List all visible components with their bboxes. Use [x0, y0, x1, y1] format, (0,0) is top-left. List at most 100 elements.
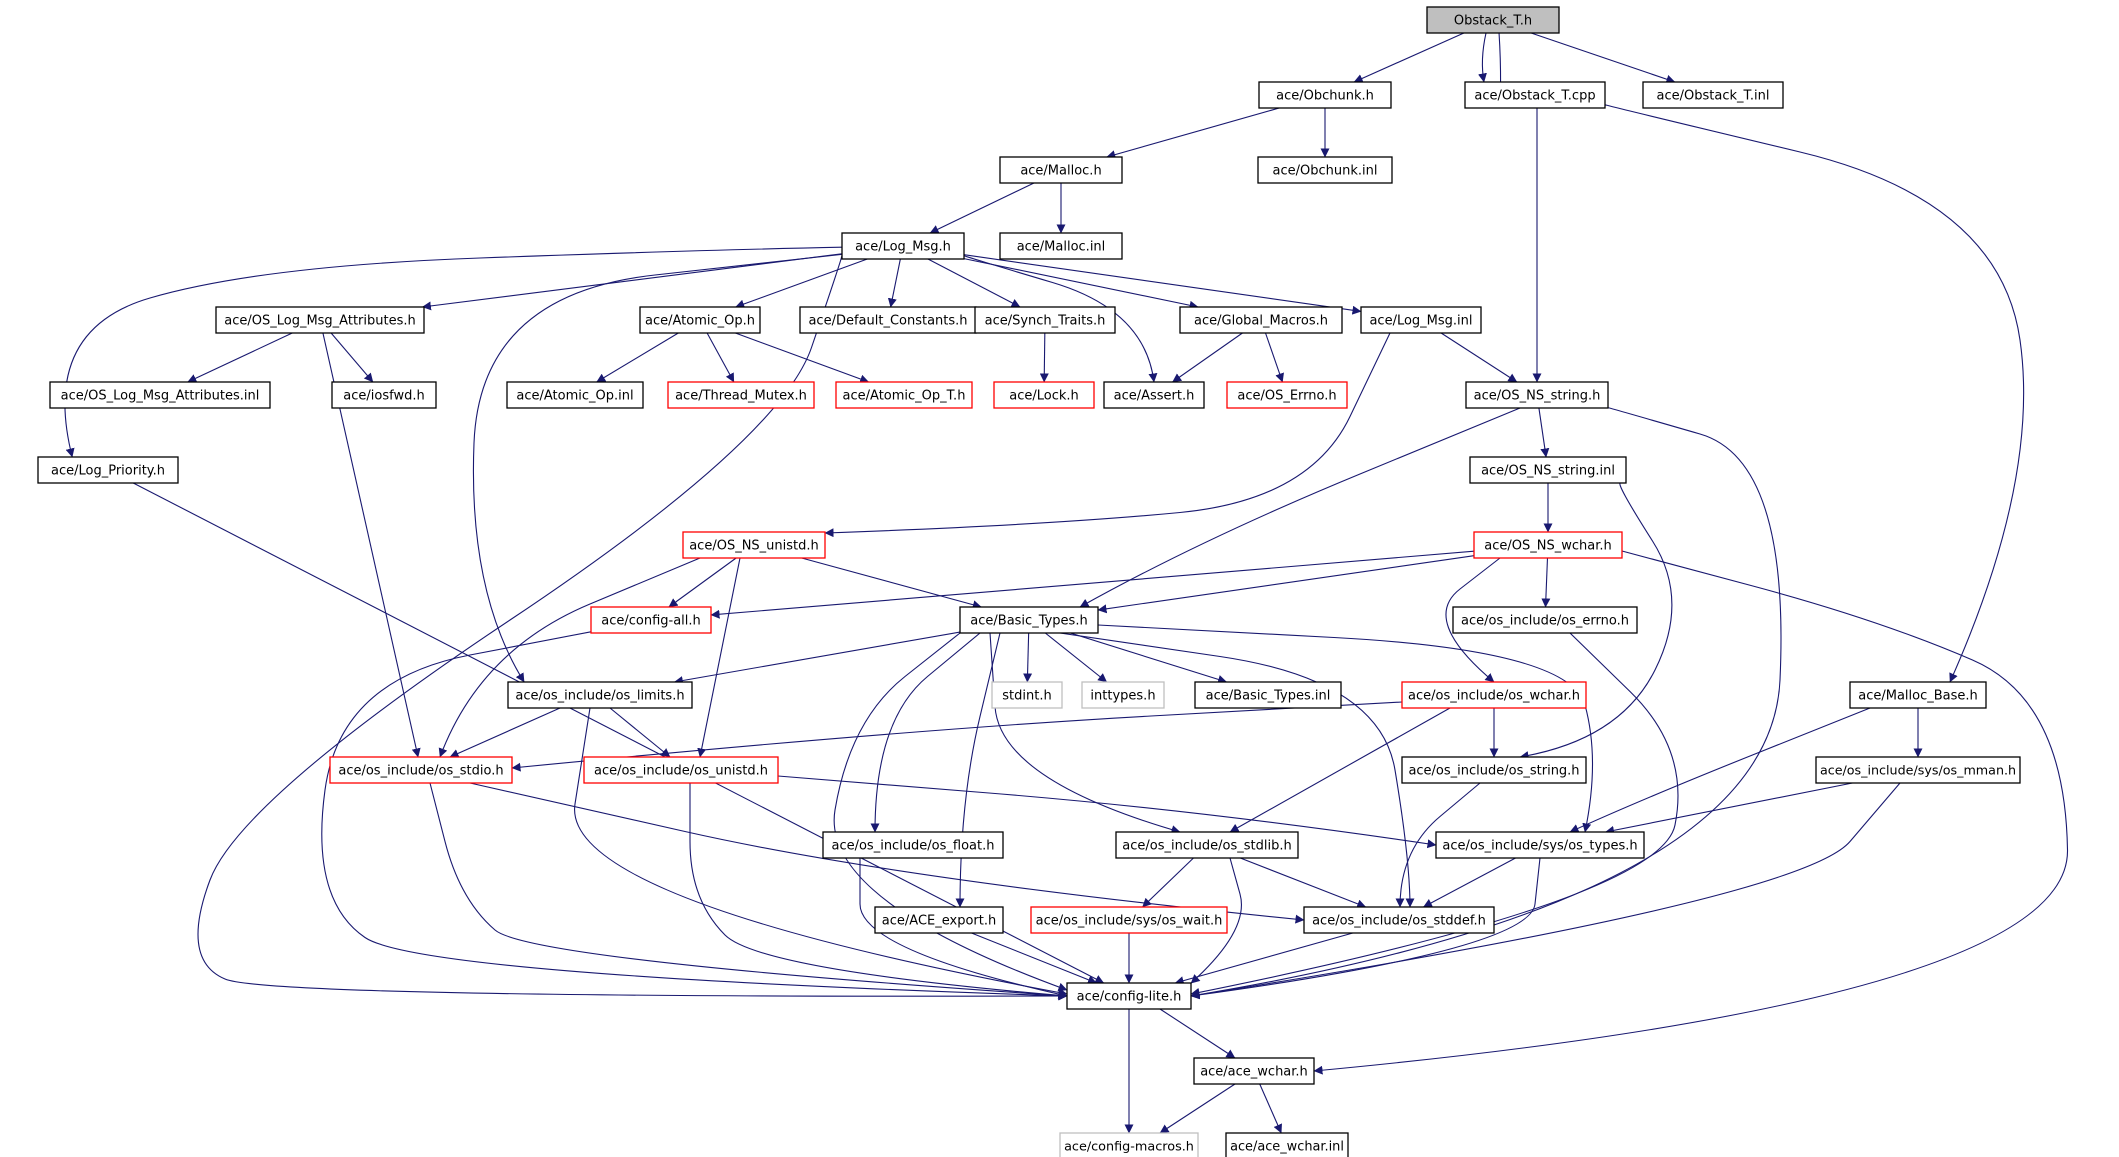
- node-os-stddef-h[interactable]: ace/os_include/os_stddef.h: [1303, 906, 1495, 934]
- node-os-float-h[interactable]: ace/os_include/os_float.h: [822, 831, 1004, 859]
- edge-basic-types-h-to-os-limits-h: [673, 631, 961, 685]
- edge-os-ns-unistd-h-to-basic-types-h: [801, 557, 982, 610]
- edge-basic-types-h-to-os-stddef-h: [1059, 632, 1415, 908]
- node-os-unistd-inc-h[interactable]: ace/os_include/os_unistd.h: [583, 756, 779, 784]
- edge-obstack-t-h-to-obstack-t-cpp: [1478, 32, 1487, 83]
- edge-os-unistd-inc-h-to-os-types-h: [777, 775, 1437, 849]
- edge-basic-types-h-to-os-float-h: [870, 632, 981, 833]
- node-atomic-op-t-h[interactable]: ace/Atomic_Op_T.h: [835, 381, 973, 409]
- edge-os-ns-wchar-h-to-os-errno-inc-h: [1541, 557, 1551, 608]
- node-stdint-h[interactable]: stdint.h: [991, 681, 1063, 709]
- node-log-msg-h[interactable]: ace/Log_Msg.h: [841, 232, 965, 260]
- node-iosfwd-h[interactable]: ace/iosfwd.h: [331, 381, 437, 409]
- node-box: [799, 306, 977, 334]
- node-os-limits-h[interactable]: ace/os_include/os_limits.h: [507, 681, 693, 709]
- edge-ace-wchar-h-to-ace-wchar-inl: [1259, 1083, 1282, 1134]
- node-os-errno-inc-h[interactable]: ace/os_include/os_errno.h: [1452, 606, 1638, 634]
- node-config-macros-h[interactable]: ace/config-macros.h: [1059, 1132, 1199, 1157]
- node-label: ace/Log_Msg.inl: [1369, 314, 1472, 329]
- node-assert-h[interactable]: ace/Assert.h: [1103, 381, 1205, 409]
- edge-basic-types-h-to-ace-export-h: [955, 632, 1001, 908]
- node-box: [49, 381, 271, 409]
- node-os-stdlib-h[interactable]: ace/os_include/os_stdlib.h: [1115, 831, 1299, 859]
- node-os-errno-h[interactable]: ace/OS_Errno.h: [1226, 381, 1348, 409]
- node-os-ns-wchar-h[interactable]: ace/OS_NS_wchar.h: [1473, 531, 1623, 559]
- node-box: [590, 606, 712, 634]
- node-os-ns-string-h[interactable]: ace/OS_NS_string.h: [1465, 381, 1609, 409]
- edge-basic-types-h-to-stdint-h: [1023, 632, 1033, 683]
- edge-os-ns-string-h-to-config-lite-h: [1190, 407, 1782, 1000]
- node-atomic-op-inl[interactable]: ace/Atomic_Op.inl: [506, 381, 644, 409]
- node-inttypes-h[interactable]: inttypes.h: [1081, 681, 1165, 709]
- node-malloc-h[interactable]: ace/Malloc.h: [999, 156, 1123, 184]
- node-os-log-msg-attributes-inl[interactable]: ace/OS_Log_Msg_Attributes.inl: [49, 381, 271, 409]
- node-box: [1464, 81, 1606, 109]
- node-label: inttypes.h: [1090, 689, 1155, 704]
- node-label: ace/Obstack_T.inl: [1657, 89, 1770, 104]
- node-ace-export-h[interactable]: ace/ACE_export.h: [874, 906, 1004, 934]
- node-global-macros-h[interactable]: ace/Global_Macros.h: [1179, 306, 1343, 334]
- node-box: [1194, 681, 1342, 709]
- node-os-log-msg-attributes-h[interactable]: ace/OS_Log_Msg_Attributes.h: [215, 306, 425, 334]
- node-obchunk-h[interactable]: ace/Obchunk.h: [1258, 81, 1392, 109]
- node-synch-traits-h[interactable]: ace/Synch_Traits.h: [974, 306, 1116, 334]
- edge-os-stdlib-h-to-os-wait-h: [1142, 857, 1194, 908]
- node-os-wait-h[interactable]: ace/os_include/sys/os_wait.h: [1030, 906, 1228, 934]
- node-os-ns-unistd-h[interactable]: ace/OS_NS_unistd.h: [682, 531, 826, 559]
- node-os-types-h[interactable]: ace/os_include/sys/os_types.h: [1435, 831, 1645, 859]
- node-label: ace/Malloc.inl: [1017, 240, 1106, 255]
- node-basic-types-inl[interactable]: ace/Basic_Types.inl: [1194, 681, 1342, 709]
- edge-basic-types-h-to-os-types-h: [1097, 624, 1594, 833]
- node-os-mman-h[interactable]: ace/os_include/sys/os_mman.h: [1815, 756, 2021, 784]
- node-log-priority-h[interactable]: ace/Log_Priority.h: [37, 456, 179, 484]
- node-box: [37, 456, 179, 484]
- node-label: ace/os_include/os_wchar.h: [1408, 689, 1580, 704]
- edge-basic-types-h-to-inttypes-h: [1044, 632, 1108, 683]
- node-box: [1642, 81, 1784, 109]
- node-config-all-h[interactable]: ace/config-all.h: [590, 606, 712, 634]
- node-os-string-inc-h[interactable]: ace/os_include/os_string.h: [1401, 756, 1587, 784]
- node-label: ace/os_include/os_stddef.h: [1312, 914, 1486, 929]
- node-box: [1103, 381, 1205, 409]
- node-lock-h[interactable]: ace/Lock.h: [993, 381, 1095, 409]
- node-malloc-base-h[interactable]: ace/Malloc_Base.h: [1849, 681, 1987, 709]
- node-box: [1179, 306, 1343, 334]
- node-config-lite-h[interactable]: ace/config-lite.h: [1066, 982, 1192, 1010]
- node-box: [959, 606, 1099, 634]
- node-thread-mutex-h[interactable]: ace/Thread_Mutex.h: [667, 381, 815, 409]
- node-os-wchar-inc-h[interactable]: ace/os_include/os_wchar.h: [1401, 681, 1587, 709]
- node-box: [667, 381, 815, 409]
- node-default-constants-h[interactable]: ace/Default_Constants.h: [799, 306, 977, 334]
- node-obstack-t-inl[interactable]: ace/Obstack_T.inl: [1642, 81, 1784, 109]
- node-malloc-inl[interactable]: ace/Malloc.inl: [999, 232, 1123, 260]
- edge-log-priority-h-to-config-lite-h: [132, 482, 1105, 984]
- node-box: [999, 156, 1123, 184]
- node-box: [1081, 681, 1165, 709]
- node-label: ace/Obstack_T.cpp: [1474, 89, 1595, 104]
- node-box: [991, 681, 1063, 709]
- edge-os-stddef-h-to-config-lite-h: [1174, 932, 1353, 986]
- node-obchunk-inl[interactable]: ace/Obchunk.inl: [1257, 156, 1393, 184]
- edge-config-all-h-to-config-lite-h: [321, 631, 1068, 1001]
- node-box: [841, 232, 965, 260]
- node-os-stdio-h[interactable]: ace/os_include/os_stdio.h: [329, 756, 513, 784]
- node-label: ace/os_include/os_limits.h: [515, 689, 684, 704]
- edge-os-ns-unistd-h-to-config-all-h: [668, 557, 737, 608]
- node-box: [1226, 381, 1348, 409]
- node-ace-wchar-inl[interactable]: ace/ace_wchar.inl: [1225, 1132, 1349, 1157]
- edge-os-ns-string-h-to-os-ns-string-inl: [1538, 407, 1550, 458]
- node-basic-types-h[interactable]: ace/Basic_Types.h: [959, 606, 1099, 634]
- edge-os-ns-wchar-h-to-config-all-h: [710, 550, 1475, 619]
- node-obstack-t-cpp[interactable]: ace/Obstack_T.cpp: [1464, 81, 1606, 109]
- node-box: [1849, 681, 1987, 709]
- node-label: ace/OS_Errno.h: [1237, 389, 1336, 404]
- node-log-msg-inl[interactable]: ace/Log_Msg.inl: [1360, 306, 1482, 334]
- edge-malloc-base-h-to-os-types-h: [1569, 707, 1871, 833]
- node-os-ns-string-inl[interactable]: ace/OS_NS_string.inl: [1469, 456, 1627, 484]
- node-atomic-op-h[interactable]: ace/Atomic_Op.h: [639, 306, 761, 334]
- node-obstack-t-h[interactable]: Obstack_T.h: [1426, 6, 1560, 34]
- node-box: [329, 756, 513, 784]
- node-ace-wchar-h[interactable]: ace/ace_wchar.h: [1193, 1057, 1315, 1085]
- node-box: [583, 756, 779, 784]
